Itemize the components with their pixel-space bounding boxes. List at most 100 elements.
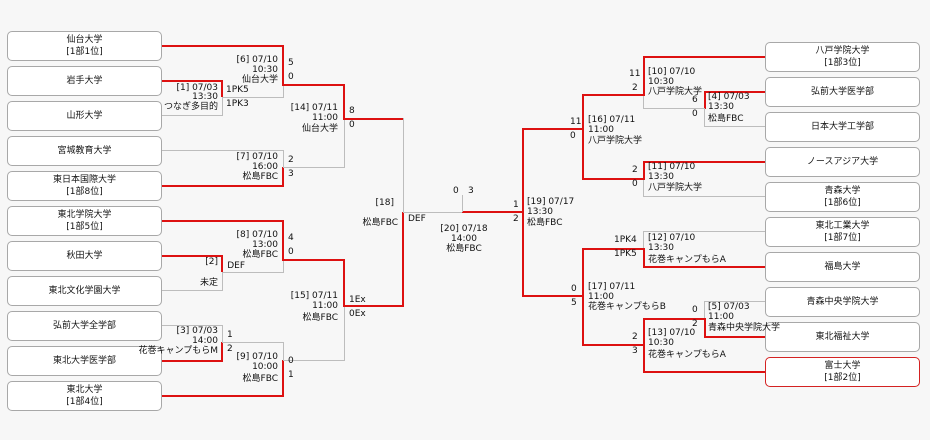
bracket-line (403, 212, 463, 213)
score: 2 (288, 155, 294, 165)
team-name: 富士大学 (824, 361, 861, 371)
bracket-line (283, 150, 284, 167)
bracket-line (704, 318, 706, 338)
team-box[interactable]: 福島大学 (765, 252, 920, 282)
bracket-line (704, 301, 765, 302)
bracket-line (523, 128, 584, 130)
team-box[interactable]: ノースアジア大学 (765, 147, 920, 177)
team-box[interactable]: 東北大学医学部 (7, 346, 162, 376)
score: 0 (571, 284, 577, 294)
game-venue: 八戸学院大学 (588, 136, 643, 146)
team-box[interactable]: 青森中央学院大学 (765, 287, 920, 317)
bracket-line (162, 185, 283, 187)
team-name: 青森大学 (824, 186, 861, 196)
team-box[interactable]: 山形大学 (7, 101, 162, 131)
game-number: [4] 07/03 (708, 92, 750, 102)
team-box[interactable]: 仙台大学 [1部1位] (7, 31, 162, 61)
bracket-line (704, 336, 765, 338)
bracket-line (523, 295, 584, 297)
bracket-line (283, 342, 284, 360)
team-name: 宮城教育大学 (57, 146, 112, 156)
game-number: [2] (205, 257, 218, 267)
bracket-line (221, 80, 223, 97)
team-name: 福島大学 (824, 262, 861, 272)
team-rank: [1部1位] (66, 47, 103, 57)
score: DEF (408, 214, 426, 224)
score: 3 (632, 346, 638, 356)
team-name: 仙台大学 (66, 35, 103, 45)
score: 0 (570, 131, 576, 141)
game-time: 11:00 (312, 301, 338, 311)
team-rank: [1部6位] (824, 198, 861, 208)
bracket-line (222, 325, 223, 342)
team-box[interactable]: 東日本国際大学 [1部8位] (7, 171, 162, 201)
bracket-line (582, 248, 584, 346)
pk-score: 1PK5 (614, 249, 637, 259)
team-box[interactable]: 富士大学 [1部2位] (765, 357, 920, 387)
team-name: 東北文化学園大学 (48, 286, 121, 296)
game-time: 11:00 (708, 312, 734, 322)
game-time: 13:30 (648, 243, 674, 253)
score: 5 (288, 58, 294, 68)
team-rank: [1部3位] (824, 58, 861, 68)
game-time: 13:30 (527, 207, 553, 217)
score: 2 (632, 165, 638, 175)
game-venue: 松島FBC (362, 218, 398, 228)
bracket-line (343, 305, 403, 307)
game-venue: DEF (227, 261, 245, 271)
bracket-line (583, 344, 645, 346)
bracket-line (162, 325, 222, 326)
team-rank: [1部4位] (66, 397, 103, 407)
game-number: [13] 07/10 (648, 328, 696, 338)
game-venue: 松島FBC (302, 313, 338, 323)
team-box[interactable]: 日本大学工学部 (765, 112, 920, 142)
bracket-line (583, 178, 645, 180)
bracket-line (644, 371, 765, 373)
team-name: 日本大学工学部 (810, 122, 874, 132)
team-box[interactable]: 東北学院大学 [1部5位] (7, 206, 162, 236)
game-number: [10] 07/10 (648, 67, 696, 77)
score: 3 (288, 169, 294, 179)
score: 2 (513, 214, 519, 224)
bracket-line (704, 126, 765, 127)
team-box[interactable]: 宮城教育大学 (7, 136, 162, 166)
game-venue: 花巻キャンプもらB (588, 302, 666, 312)
bracket-line (162, 255, 222, 257)
bracket-line (282, 167, 284, 187)
bracket-line (283, 360, 344, 361)
bracket-line (643, 161, 645, 179)
score: 0 (288, 72, 294, 82)
game-time: 10:00 (252, 362, 278, 372)
pk-score: 1PK5 (226, 85, 249, 95)
team-box[interactable]: 弘前大学全学部 (7, 311, 162, 341)
game-venue: 仙台大学 (301, 124, 338, 134)
bracket-line (282, 259, 344, 261)
bracket-line (222, 97, 283, 98)
team-box[interactable]: 東北福祉大学 (765, 322, 920, 352)
score: 2 (227, 344, 233, 354)
team-box[interactable]: 岩手大学 (7, 66, 162, 96)
score: 1 (513, 200, 519, 210)
game-venue: 仙台大学 (241, 75, 278, 85)
team-box[interactable]: 東北工業大学 [1部7位] (765, 217, 920, 247)
team-box[interactable]: 秋田大学 (7, 241, 162, 271)
bracket-line (282, 45, 284, 84)
team-box[interactable]: 東北大学 [1部4位] (7, 381, 162, 411)
team-box[interactable]: 八戸学院大学 [1部3位] (765, 42, 920, 72)
game-number: [15] 07/11 (290, 291, 338, 301)
game-venue: 松島FBC (242, 250, 278, 260)
team-box[interactable]: 弘前大学医学部 (765, 77, 920, 107)
team-box[interactable]: 青森大学 [1部6位] (765, 182, 920, 212)
team-name: 弘前大学全学部 (52, 321, 116, 331)
score: 8 (349, 106, 355, 116)
game-number: [8] 07/10 (236, 230, 278, 240)
game-number: [17] 07/11 (588, 282, 636, 292)
bracket-line (283, 259, 284, 273)
game-time: 13:00 (252, 240, 278, 250)
team-box[interactable]: 東北文化学園大学 (7, 276, 162, 306)
bracket-line (644, 196, 765, 197)
game-number: [14] 07/11 (290, 103, 338, 113)
game-venue: 松島FBC (446, 244, 482, 254)
bracket-line (162, 395, 283, 397)
